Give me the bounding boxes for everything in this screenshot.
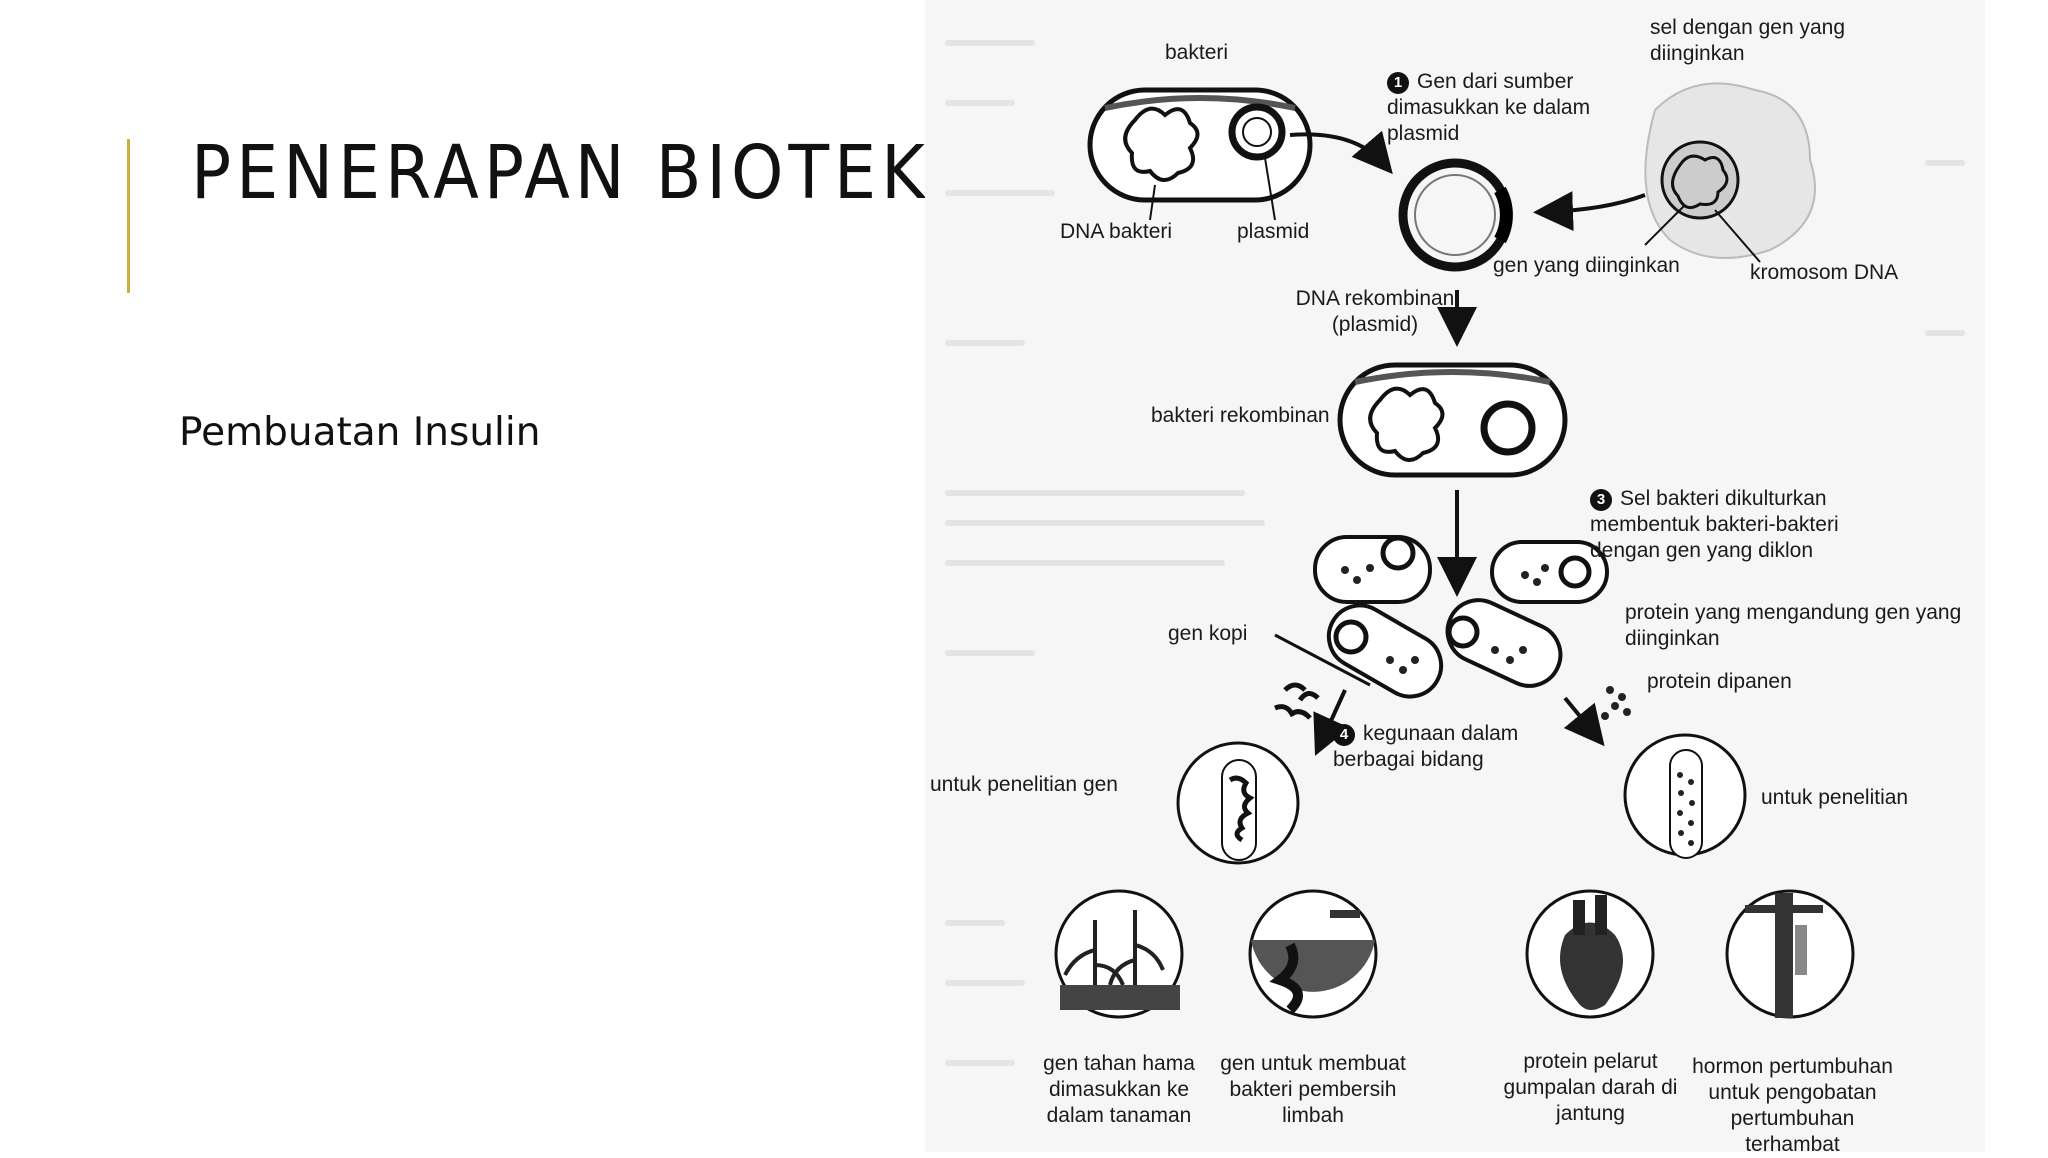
label-untuk-penelitian-gen: untuk penelitian gen [930, 773, 1118, 796]
bacteria-culture [1313, 535, 1609, 699]
label-kegunaan: kegunaan dalam berbagai bidang [1333, 722, 1519, 771]
recombinant-bacterium [1337, 362, 1568, 478]
bacterium-cell [1087, 87, 1313, 221]
step-4-marker: 4 [1333, 724, 1355, 746]
heart-application-circle [1525, 889, 1655, 1019]
diagram-drawing [1054, 82, 1855, 1019]
label-hormon-pertumbuhan: hormon pertumbuhan untuk pengobatan pert… [1692, 1055, 1893, 1156]
gene-fragments [1274, 682, 1320, 720]
label-kromosom-dna: kromosom DNA [1750, 261, 1899, 284]
label-bakteri: bakteri [1165, 41, 1229, 64]
slide-subtitle: Pembuatan Insulin [179, 410, 541, 455]
step-1-marker: 1 [1387, 72, 1409, 94]
label-dna-bakteri: DNA bakteri [1060, 220, 1173, 243]
waste-cleaning-circle [1248, 889, 1378, 1019]
label-gen-tahan-hama: gen tahan hama dimasukkan ke dalam tanam… [1043, 1052, 1195, 1127]
label-gen-yang-diinginkan: gen yang diinginkan [1493, 254, 1680, 277]
label-dna-rekombinan: DNA rekombinan (plasmid) [1295, 287, 1455, 336]
step-3-marker: 3 [1590, 489, 1612, 511]
donor-cell [1644, 82, 1816, 259]
label-gen-kopi: gen kopi [1168, 622, 1248, 645]
growth-hormone-circle [1725, 889, 1855, 1019]
label-protein-gen: protein yang mengandung gen yang diingin… [1625, 601, 1962, 650]
label-untuk-penelitian: untuk penelitian [1761, 786, 1909, 809]
plasmid-ring [1398, 158, 1513, 272]
label-protein-dipanen: protein dipanen [1647, 670, 1792, 693]
slide-title: PENERAPAN BIOTEKNOLOGI [191, 130, 926, 216]
label-gen-bakteri-limbah: gen untuk membuat bakteri pembersih limb… [1220, 1052, 1406, 1127]
label-protein-pelarut: protein pelarut gumpalan darah di jantun… [1503, 1050, 1678, 1125]
label-gen-dari-sumber: Gen dari sumber dimasukkan ke dalam plas… [1387, 70, 1591, 145]
label-sel-bakteri-dikulturkan: Sel bakteri dikulturkan membentuk bakter… [1590, 487, 1839, 562]
label-sel-dengan-gen: sel dengan gen yang diinginkan [1650, 16, 1845, 65]
plant-application-circle [1054, 889, 1184, 1019]
label-plasmid: plasmid [1237, 220, 1310, 243]
title-accent-bar [127, 139, 130, 293]
label-bakteri-rekombinan: bakteri rekombinan [1151, 404, 1330, 427]
